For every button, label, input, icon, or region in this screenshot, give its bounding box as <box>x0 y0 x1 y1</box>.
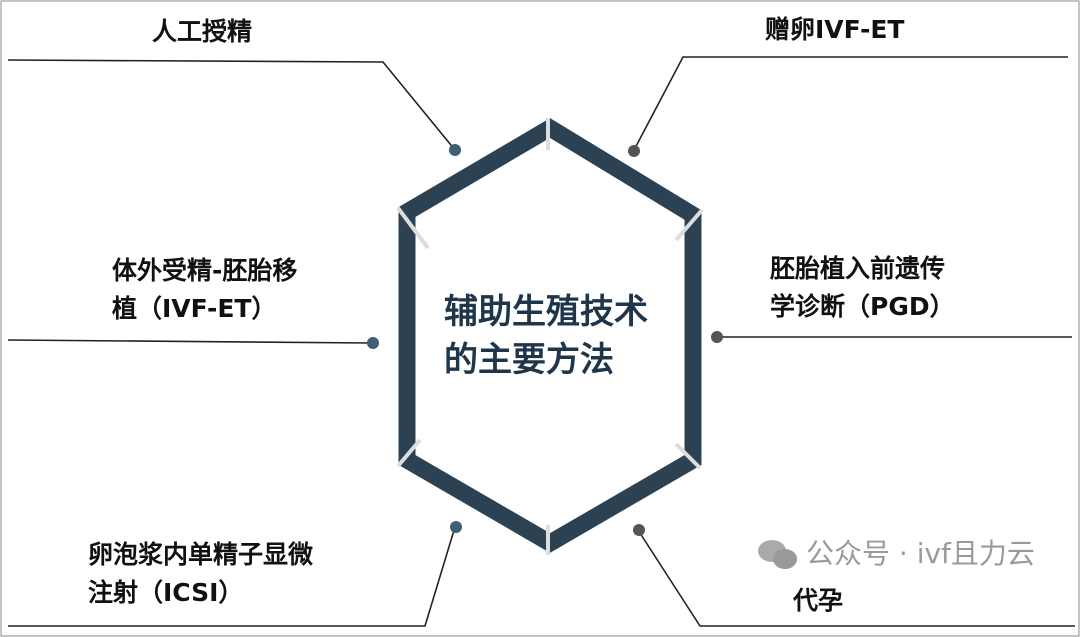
label-line: 植（IVF-ET） <box>112 294 277 323</box>
label-line: 体外受精-胚胎移 <box>112 256 298 285</box>
hexagon-joints <box>396 118 704 555</box>
center-title-line: 辅助生殖技术 <box>444 292 648 332</box>
label-surrogacy: 代孕 <box>793 582 843 620</box>
label-icsi: 卵泡浆内单精子显微注射（ICSI） <box>88 536 313 612</box>
connector-dot <box>633 524 645 536</box>
connector-dot <box>367 337 379 349</box>
center-title: 辅助生殖技术 的主要方法 <box>444 288 648 384</box>
watermark: 公众号 · ivf且力云 <box>806 537 1035 570</box>
connector-dot <box>450 521 462 533</box>
label-pgd: 胚胎植入前遗传学诊断（PGD） <box>770 250 955 326</box>
label-donor-egg-ivf: 赠卵IVF-ET <box>765 11 904 49</box>
label-line: 学诊断（PGD） <box>770 292 955 321</box>
label-line: 卵泡浆内单精子显微 <box>88 540 314 569</box>
label-text: 代孕 <box>793 586 844 615</box>
label-artificial-insemination: 人工授精 <box>152 13 252 51</box>
label-text: 人工授精 <box>152 17 253 46</box>
center-title-line: 的主要方法 <box>444 340 614 380</box>
connector-dot <box>628 145 640 157</box>
label-line: 胚胎植入前遗传 <box>770 254 946 283</box>
connector-dot <box>711 331 723 343</box>
label-text: 赠卵IVF-ET <box>765 15 905 44</box>
connector-lines <box>7 56 1075 627</box>
wechat-icon <box>758 540 797 569</box>
label-line: 注射（ICSI） <box>88 578 244 607</box>
label-ivf-et: 体外受精-胚胎移植（IVF-ET） <box>112 252 297 328</box>
connector-dot <box>449 144 461 156</box>
